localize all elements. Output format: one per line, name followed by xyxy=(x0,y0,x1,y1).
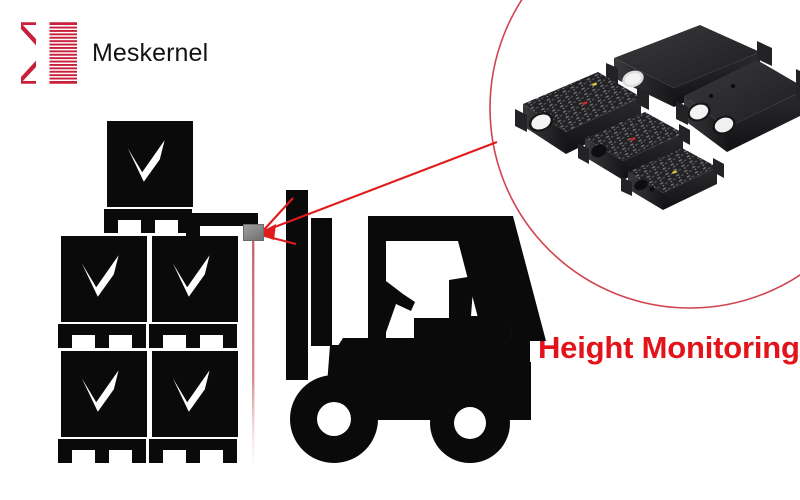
pallet-load-bottom-right xyxy=(149,351,238,463)
product-module-right-dual-lens xyxy=(676,60,800,152)
laser-distance-sensor[interactable] xyxy=(243,224,264,241)
pallet-load-bottom-left xyxy=(58,351,147,463)
seat xyxy=(414,276,495,341)
front-wheel-hub xyxy=(317,402,351,436)
callout-arrow-wing-upper xyxy=(260,197,294,234)
product-module-bottom-pcb xyxy=(621,148,724,210)
brand-logo: Meskernel xyxy=(18,20,208,86)
inner-mast-rail xyxy=(311,218,332,346)
product-module-center-pcb xyxy=(578,112,690,180)
meskernel-hourglass-logo-icon xyxy=(21,20,77,86)
outer-mast-rail xyxy=(286,190,308,380)
pallet-load-middle-right xyxy=(149,236,238,348)
steering-wheel xyxy=(372,278,415,338)
callout-leader-line xyxy=(258,141,498,234)
brand-name: Meskernel xyxy=(92,38,209,67)
headline-text: Height Monitoring xyxy=(538,330,800,365)
product-module-left-pcb xyxy=(515,72,649,154)
overhead-guard xyxy=(368,216,513,341)
laser-beam xyxy=(252,238,255,466)
overhead-guard-rear-post xyxy=(478,216,546,341)
forklift-silhouette xyxy=(286,190,546,463)
fork-blade xyxy=(186,213,258,246)
pallet-load-top xyxy=(104,121,193,233)
callout-arrow-head xyxy=(257,224,276,240)
pallet-load-middle-left xyxy=(58,236,147,348)
rear-wheel-hub xyxy=(454,407,486,439)
inset-circle-outline xyxy=(489,0,800,309)
